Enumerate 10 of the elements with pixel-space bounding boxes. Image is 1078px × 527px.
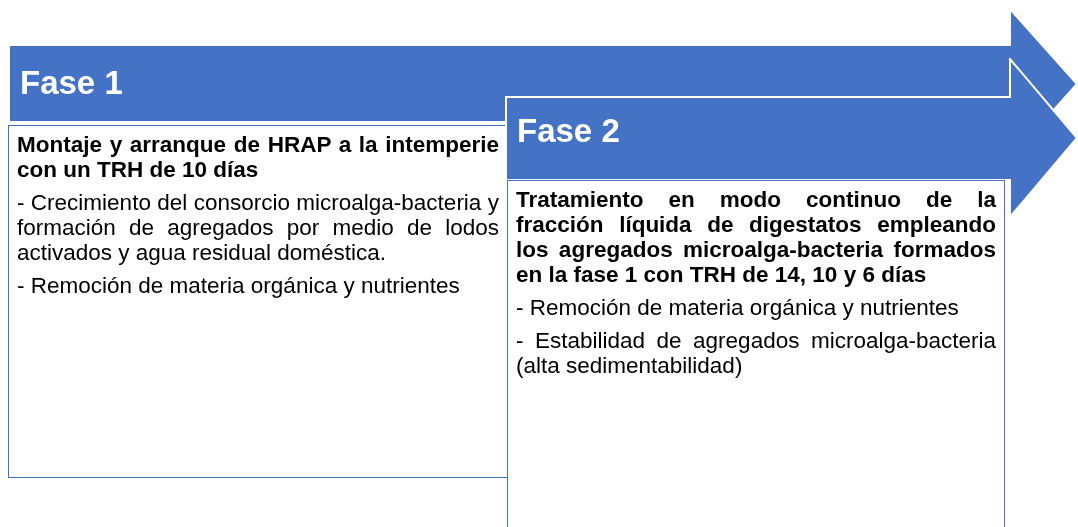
bullet-text: - Remoción de materia orgánica y nutrientes (516, 295, 960, 320)
bullet-text: - Crecimiento del consorcio microalga-bacteria y formación de agregados por medio de lodos activados y agua residual doméstica. (17, 190, 499, 265)
bullet-text: - Estabilidad de agregados microalga-bacteria (alta sedimentabilidad) (516, 328, 996, 378)
phase-title: Fase 2 (517, 113, 620, 149)
panel-heading: Montaje y arranque de HRAP a la intemperie con un TRH de 10 días (17, 132, 499, 182)
panel-heading: Tratamiento en modo continuo de la fracción líquida de digestatos empleando los agregados microalga-bacteria formados en la fase 1 con TRH de 14, 10 y 6 días (516, 187, 996, 287)
text-panel (8, 125, 508, 478)
text-panel (507, 180, 1005, 527)
bullet-text: - Remoción de materia orgánica y nutrientes (17, 273, 461, 298)
phase-title: Fase 1 (20, 65, 123, 101)
